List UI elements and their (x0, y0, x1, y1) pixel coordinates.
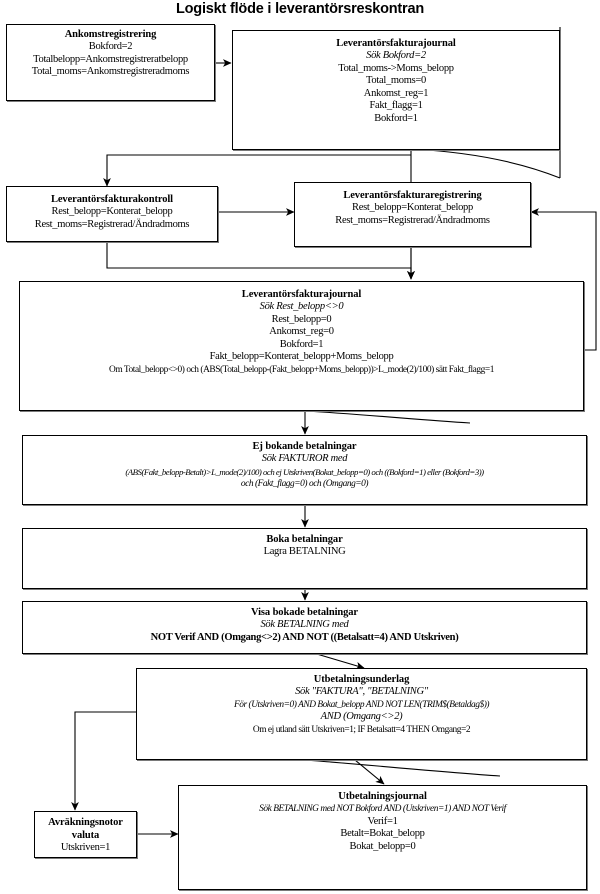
node-line: Rest_moms=Registrerad/Ändradmoms (34, 218, 190, 230)
curve-journalmid-right (304, 410, 471, 424)
node-line: Om Total_belopp<>0) och (ABS(Total_belop… (109, 364, 494, 375)
node-utbetalningsunderlag[interactable]: Utbetalningsunderlag Sök "FAKTURA", "BET… (136, 668, 587, 760)
edge-visa-to-utbetunderlag (309, 651, 365, 670)
node-line: Bokford=1 (279, 338, 324, 350)
node-line: Rest_belopp=Konterat_belopp (51, 206, 173, 217)
node-header: Visa bokade betalningar (251, 607, 358, 618)
node-header: Leverantörsfakturaregistrering (343, 190, 482, 201)
edge-utbetunderlag-to-avrakningsnotor (71, 711, 136, 811)
node-line: NOT Verif AND (Omgang<>2) AND NOT ((Beta… (150, 631, 459, 643)
curve-journaltop-right (410, 148, 561, 179)
node-line: Total_moms->Moms_belopp (338, 62, 454, 74)
node-visa-bokade-betalningar[interactable]: Visa bokade betalningar Sök BETALNING me… (22, 601, 587, 654)
node-line: Fakt_belopp=Konterat_belopp+Moms_belopp (209, 351, 394, 362)
node-line: Rest_moms=Registrerad/Ändradmoms (335, 214, 490, 226)
node-line: Total_moms=0 (366, 75, 426, 86)
node-header: Boka betalningar (266, 534, 343, 545)
curve-utbetunderlag-right (304, 759, 501, 777)
node-line: För (Utskriven=0) AND Bokat_belopp AND N… (233, 699, 490, 710)
node-header: Leverantörsfakturajournal (241, 289, 362, 300)
edge-utbetunderlag-to-journal (354, 759, 385, 785)
node-line: (ABS(Fakt_belopp-Betalt)>L_mode(2)/100) … (125, 466, 484, 477)
node-line: Sök BETALNING med (260, 619, 349, 630)
node-line: Verif=1 (367, 815, 398, 827)
node-line: Ankomst_reg=0 (269, 326, 334, 337)
node-leverantorsfakturajournal-mid[interactable]: Leverantörsfakturajournal Sök Rest_belop… (19, 281, 584, 411)
node-header: Utbetalningsjournal (338, 791, 427, 802)
node-header-line-2: valuta (71, 830, 100, 841)
node-line: Bokford=2 (88, 41, 133, 52)
node-leverantorsfakturajournal-top[interactable]: Leverantörsfakturajournal Sök Bokford=2 … (232, 30, 560, 150)
node-line: Sök Rest_belopp<>0 (259, 301, 344, 312)
node-line: Sök "FAKTURA", "BETALNING" (295, 686, 428, 697)
node-line: Lagra BETALNING (263, 546, 346, 557)
node-line: Ankomst_reg=1 (363, 87, 429, 99)
page-title: Logiskt flöde i leverantörsreskontran (175, 1, 425, 17)
node-header: Ankomstregistrering (64, 29, 157, 40)
node-line: och (Fakt_flagg=0) och (Omgang=0) (240, 479, 369, 489)
node-leverantorsfakturakontroll[interactable]: Leverantörsfakturakontroll Rest_belopp=K… (6, 186, 218, 242)
node-line: Om ej utland sätt Utskriven=1; IF Betals… (252, 724, 471, 735)
node-line: Bokat_belopp=0 (349, 840, 416, 852)
node-line: Rest_belopp=Konterat_belopp (352, 202, 473, 213)
node-utbetalningsjournal[interactable]: Utbetalningsjournal Sök BETALNING med NO… (178, 785, 587, 890)
node-leverantorsfakturaregistrering[interactable]: Leverantörsfakturaregistrering Rest_belo… (294, 182, 531, 247)
node-boka-betalningar[interactable]: Boka betalningar Lagra BETALNING (22, 528, 587, 589)
node-ankomstregistrering[interactable]: Ankomstregistrering Bokford=2 Totalbelop… (6, 24, 215, 101)
node-line: Total_moms=Ankomstregistreradmoms (31, 66, 190, 77)
node-line: Sök BETALNING med NOT Bokford AND (Utskr… (259, 804, 506, 814)
node-header: Leverantörsfakturakontroll (50, 194, 174, 205)
node-header: Ej bokande betalningar (252, 441, 357, 452)
node-line: Betalt=Bokat_belopp (340, 828, 425, 839)
node-header-line-1: Avräkningsnotor (48, 817, 123, 828)
node-header: Leverantörsfakturajournal (336, 38, 456, 49)
node-line: AND (Omgang<>2) (320, 711, 403, 722)
node-line: Rest_belopp=0 (271, 313, 332, 325)
node-line: Utskriven=1 (60, 842, 111, 853)
node-line: Sök FAKTUROR med (261, 453, 348, 464)
node-line: Fakt_flagg=1 (369, 100, 423, 111)
node-ej-bokande-betalningar[interactable]: Ej bokande betalningar Sök FAKTUROR med … (22, 435, 587, 505)
node-line: Bokford=1 (374, 112, 418, 124)
node-avrakningsnotor-valuta[interactable]: Avräkningsnotor valuta Utskriven=1 (34, 811, 137, 858)
node-header: Utbetalningsunderlag (313, 674, 410, 685)
node-line: Totalbelopp=Ankomstregistreratbelopp (33, 53, 188, 65)
node-line: Sök Bokford=2 (366, 50, 426, 61)
